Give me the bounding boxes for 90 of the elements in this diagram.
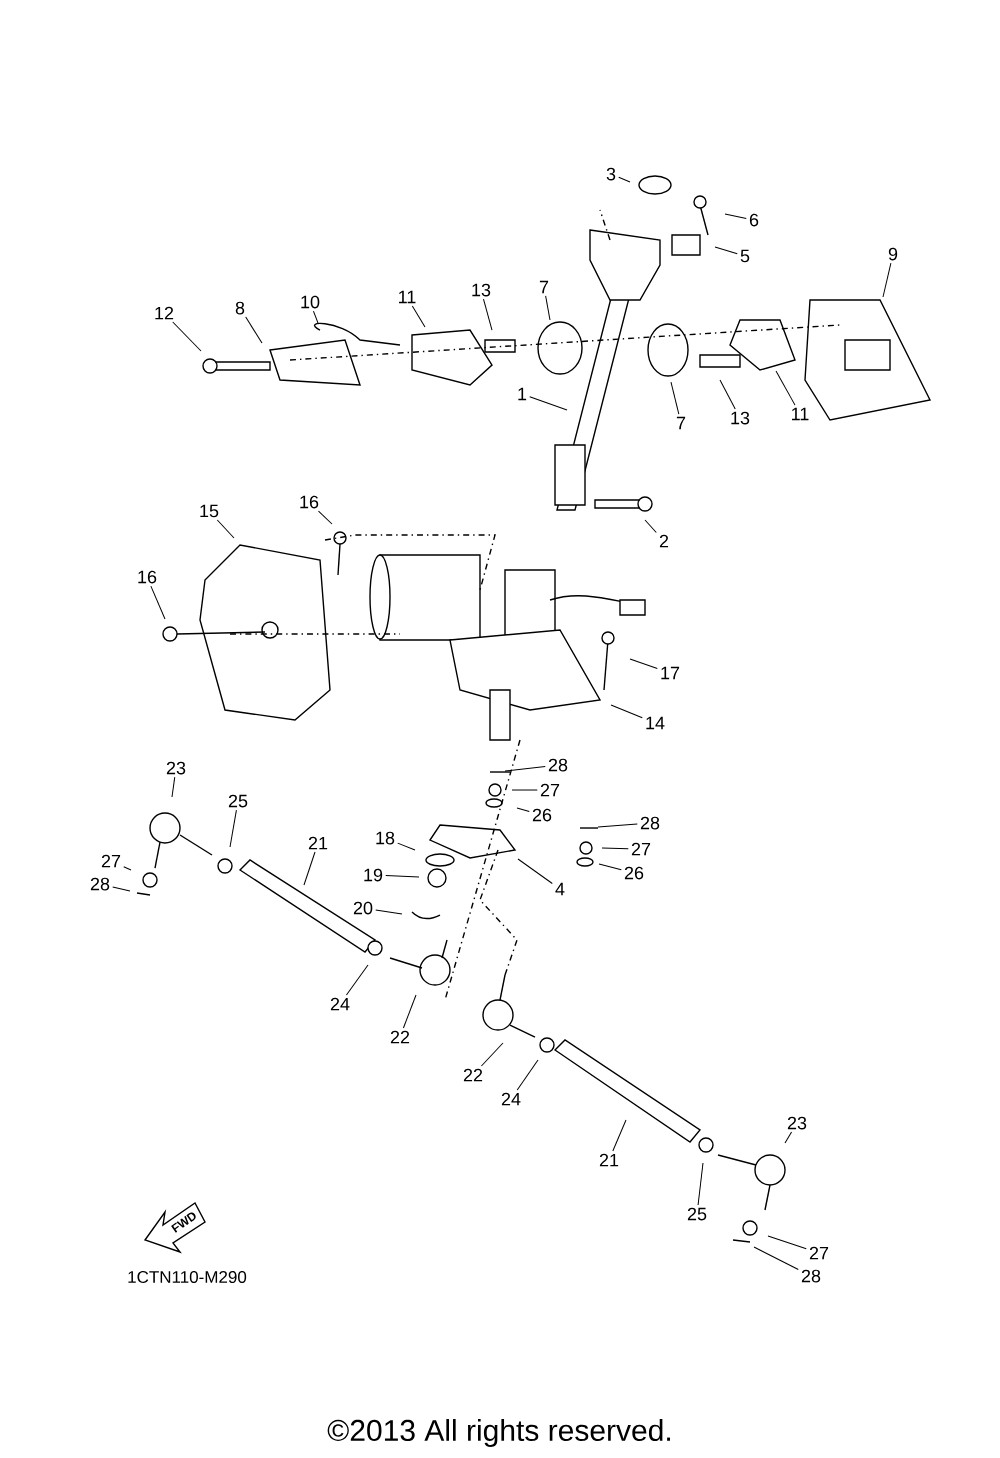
leader-line bbox=[511, 789, 538, 791]
callout-number: 26 bbox=[622, 864, 646, 882]
leader-line bbox=[644, 519, 657, 533]
callout-number: 27 bbox=[629, 840, 653, 858]
leader-line bbox=[402, 994, 417, 1029]
copyright-notice: ©2013 All rights reserved. bbox=[327, 1419, 670, 1447]
leader-line bbox=[714, 246, 738, 255]
callout-number: 7 bbox=[674, 414, 688, 432]
callout-number: 25 bbox=[226, 792, 250, 810]
callout-number: 11 bbox=[788, 405, 812, 423]
callout-number: 21 bbox=[597, 1151, 621, 1169]
leader-line bbox=[597, 823, 638, 828]
leader-line bbox=[516, 1059, 539, 1091]
leader-line bbox=[172, 321, 202, 352]
callout-number: 13 bbox=[728, 409, 752, 427]
callout-number: 4 bbox=[553, 880, 567, 898]
callout-number: 28 bbox=[638, 814, 662, 832]
leader-line bbox=[411, 305, 426, 328]
callout-number: 15 bbox=[197, 502, 221, 520]
leader-line bbox=[216, 519, 235, 539]
leader-line bbox=[767, 1235, 807, 1250]
callout-number: 21 bbox=[306, 834, 330, 852]
callout-number: 5 bbox=[738, 247, 752, 265]
leader-line bbox=[598, 863, 622, 871]
leader-line bbox=[670, 381, 680, 415]
callout-number: 26 bbox=[530, 806, 554, 824]
callout-number: 11 bbox=[395, 288, 419, 306]
callout-number: 7 bbox=[537, 278, 551, 296]
leader-line bbox=[545, 295, 551, 321]
leader-line bbox=[345, 964, 369, 996]
callout-number: 12 bbox=[152, 304, 176, 322]
leader-line bbox=[784, 1131, 793, 1144]
callout-number: 27 bbox=[538, 781, 562, 799]
leader-line bbox=[229, 809, 237, 848]
leader-line bbox=[610, 704, 643, 719]
callout-number: 27 bbox=[99, 852, 123, 870]
leader-line bbox=[385, 875, 420, 878]
leader-line bbox=[697, 1162, 704, 1206]
callout-number: 25 bbox=[685, 1205, 709, 1223]
callout-number: 18 bbox=[373, 829, 397, 847]
callout-number: 27 bbox=[807, 1244, 831, 1262]
leader-line bbox=[529, 396, 568, 411]
callout-number: 10 bbox=[298, 293, 322, 311]
leader-line bbox=[612, 1119, 627, 1152]
leader-line bbox=[719, 379, 736, 410]
leader-line bbox=[150, 585, 166, 620]
callout-number: 6 bbox=[747, 211, 761, 229]
leader-line bbox=[517, 858, 553, 884]
leader-line bbox=[245, 316, 263, 344]
leader-line bbox=[303, 851, 316, 886]
leader-line bbox=[171, 776, 176, 798]
leader-line bbox=[312, 310, 319, 324]
leader-line bbox=[483, 298, 493, 331]
callout-number: 8 bbox=[233, 299, 247, 317]
callout-number: 22 bbox=[388, 1028, 412, 1046]
callout-number: 9 bbox=[886, 245, 900, 263]
leader-line bbox=[724, 213, 747, 219]
callout-number: 28 bbox=[88, 875, 112, 893]
callout-number: 19 bbox=[361, 866, 385, 884]
leader-line bbox=[882, 262, 892, 298]
callout-number: 24 bbox=[499, 1090, 523, 1108]
leader-line bbox=[504, 765, 546, 772]
leader-line bbox=[397, 842, 416, 851]
callout-number: 22 bbox=[461, 1066, 485, 1084]
drawing-code: 1CTN110-M290 bbox=[128, 1271, 247, 1283]
callout-number: 16 bbox=[135, 568, 159, 586]
leader-line bbox=[629, 658, 658, 670]
callout-number: 24 bbox=[328, 995, 352, 1013]
leader-line bbox=[601, 847, 629, 850]
callout-number: 3 bbox=[604, 165, 618, 183]
leader-line bbox=[753, 1246, 799, 1271]
callout-number: 20 bbox=[351, 899, 375, 917]
callout-number: 13 bbox=[469, 281, 493, 299]
callout-number: 28 bbox=[799, 1267, 823, 1285]
callout-number: 28 bbox=[546, 756, 570, 774]
callout-number: 14 bbox=[643, 714, 667, 732]
callout-number: 23 bbox=[785, 1114, 809, 1132]
leader-line bbox=[775, 370, 796, 406]
leader-line bbox=[516, 807, 530, 812]
callout-number: 2 bbox=[657, 532, 671, 550]
callout-number: 23 bbox=[164, 759, 188, 777]
leader-line bbox=[480, 1042, 504, 1067]
leader-line bbox=[618, 176, 631, 183]
callout-number: 1 bbox=[515, 385, 529, 403]
leader-line bbox=[112, 886, 131, 892]
callout-number: 16 bbox=[297, 493, 321, 511]
callout-number: 17 bbox=[658, 664, 682, 682]
leader-line bbox=[318, 510, 333, 525]
leader-line bbox=[123, 866, 132, 871]
leader-line bbox=[375, 909, 403, 915]
